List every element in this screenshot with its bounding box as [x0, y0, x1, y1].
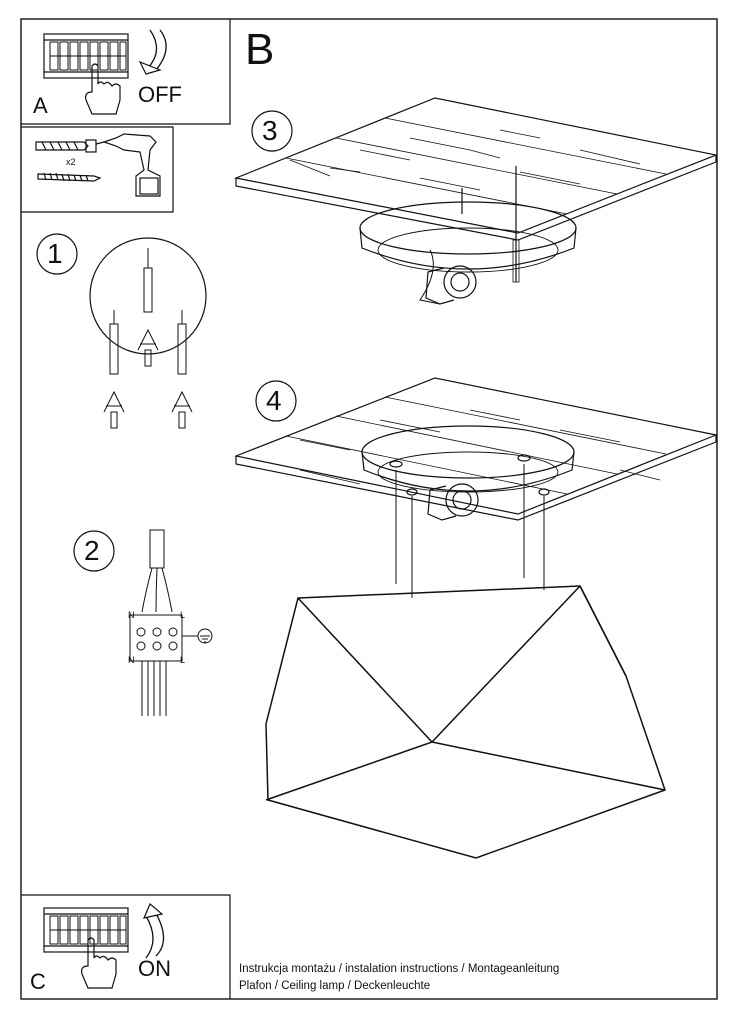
step-2-number: 2 [84, 535, 100, 566]
dowel-icon [35, 139, 97, 153]
wire-n-top: N [128, 610, 135, 620]
wire-l-bottom: L [180, 655, 186, 665]
drill-icon [95, 133, 161, 197]
dowel-install-icon [103, 248, 193, 429]
ceiling-panel-4 [233, 377, 719, 521]
step-1-circle [36, 233, 78, 275]
canopy-4 [361, 425, 575, 521]
panel-c-frame [21, 894, 231, 999]
hand-icon [85, 63, 121, 115]
tools-frame [21, 126, 174, 213]
step-4-circle [255, 380, 297, 422]
panel-c-letter: C [30, 969, 46, 994]
step-4-number: 4 [266, 385, 282, 416]
step-3-number: 3 [262, 115, 278, 146]
breaker-box-icon [43, 907, 129, 953]
zoom-circle [89, 237, 207, 355]
wire-n-bottom: N [128, 655, 135, 665]
ceiling-panel-3 [233, 97, 719, 241]
screw-multiplier: x2 [66, 157, 76, 167]
footer-product: Plafon / Ceiling lamp / Deckenleuchte [239, 980, 431, 992]
screw-icon [37, 172, 102, 182]
breaker-box-icon [43, 33, 129, 79]
footer-instructions: Instrukcja montażu / instalation instruc… [239, 963, 560, 975]
on-label: ON [138, 956, 171, 981]
step-3-circle [251, 110, 293, 152]
off-label: OFF [138, 82, 182, 107]
step-2-circle [73, 530, 115, 572]
arrow-up-icon [142, 903, 165, 959]
step-1-number: 1 [47, 238, 63, 269]
arrow-down-icon [138, 29, 167, 75]
hand-icon [81, 937, 117, 989]
outer-frame [20, 18, 718, 1000]
terminal-block-icon [129, 529, 213, 716]
panel-a-letter: A [33, 93, 48, 118]
lampshade [265, 585, 666, 859]
canopy-3 [359, 166, 577, 305]
panel-a-frame [21, 19, 231, 125]
suspension-rods [395, 464, 545, 598]
wire-l-top: L [180, 610, 186, 620]
panel-b-letter: B [245, 25, 275, 74]
